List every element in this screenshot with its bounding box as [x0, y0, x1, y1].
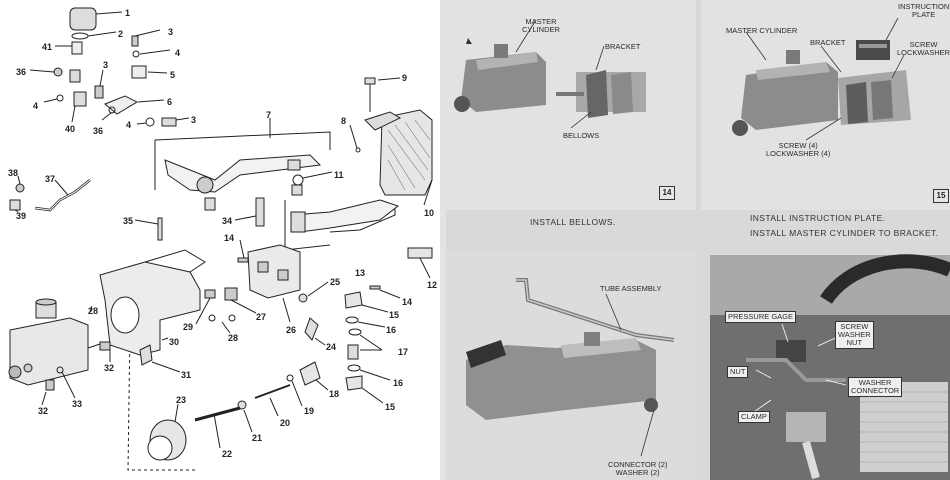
callout-number: 15 [385, 402, 396, 412]
callout-number: 19 [304, 406, 315, 416]
callout-number: 22 [222, 449, 233, 459]
callout-number: 38 [8, 168, 19, 178]
callout-number: 14 [224, 233, 235, 243]
callout-number: 37 [45, 174, 56, 184]
photo-label: CLAMP [738, 411, 770, 423]
callout-number: 39 [16, 211, 27, 221]
callout-number: 4 [126, 120, 132, 130]
photo-drawings [446, 0, 950, 480]
callout-number: 40 [65, 124, 76, 134]
callout-number: 28 [88, 306, 99, 316]
callout-number: 21 [252, 433, 263, 443]
callout-number: 10 [424, 208, 435, 218]
caption-install-bellows: INSTALL BELLOWS. [530, 217, 616, 227]
callout-number: 9 [402, 73, 408, 83]
callout-number: 4 [175, 48, 181, 58]
photo-label: SCREW (4)LOCKWASHER (4) [766, 141, 831, 158]
callout-number: 17 [398, 347, 409, 357]
callout-number: 28 [228, 333, 239, 343]
callout-number: 32 [104, 363, 115, 373]
photo-15 [701, 0, 950, 210]
callout-number: 12 [427, 280, 438, 290]
callout-number: 30 [169, 337, 180, 347]
callout-number: 7 [266, 110, 272, 120]
callout-number: 3 [168, 27, 174, 37]
callout-number: 3 [103, 60, 109, 70]
callout-number: 14 [402, 297, 413, 307]
photo-label: BRACKET [810, 38, 846, 47]
callout-number: 23 [176, 395, 187, 405]
callout-number: 6 [167, 97, 173, 107]
callout-number: 20 [280, 418, 291, 428]
caption-install-instruction-plate: INSTALL INSTRUCTION PLATE. [750, 213, 886, 223]
photo-17 [710, 254, 950, 480]
callout-number: 26 [286, 325, 297, 335]
callout-number: 36 [93, 126, 104, 136]
callout-number: 2 [118, 29, 124, 39]
callout-number: 4 [33, 101, 39, 111]
callout-number: 16 [386, 325, 397, 335]
callout-number: 5 [170, 70, 176, 80]
page-gutter [440, 0, 446, 480]
callout-number: 29 [183, 322, 194, 332]
callout-number: 35 [123, 216, 134, 226]
callout-number: 34 [222, 216, 233, 226]
photo-label: CONNECTOR (2)WASHER (2) [608, 460, 668, 477]
callout-number: 32 [38, 406, 49, 416]
callout-number: 33 [72, 399, 83, 409]
photo-label: NUT [727, 366, 749, 378]
figure-number-15: 15 [933, 189, 949, 203]
callout-number: 1 [125, 8, 131, 18]
callout-number: 24 [326, 342, 337, 352]
callout-number: 8 [341, 116, 347, 126]
callout-number: 11 [334, 170, 344, 180]
callout-number: 3 [191, 115, 197, 125]
callout-number: 27 [256, 312, 267, 322]
callout-number: 18 [329, 389, 340, 399]
photo-label: TUBE ASSEMBLY [600, 284, 662, 293]
callout-number: 36 [16, 67, 27, 77]
photo-label: BRACKET [605, 42, 641, 51]
photo-14 [446, 0, 696, 210]
diagram-drawing [8, 7, 433, 471]
callout-number: 13 [355, 268, 366, 278]
callout-number: 41 [42, 42, 53, 52]
photo-16 [446, 250, 696, 480]
figure-number-14: 14 [659, 186, 675, 200]
callout-number: 16 [393, 378, 404, 388]
callout-number: 31 [181, 370, 192, 380]
caption-install-master-cylinder: INSTALL MASTER CYLINDER TO BRACKET. [750, 228, 939, 238]
callout-number: 25 [330, 277, 341, 287]
callout-number: 15 [389, 310, 400, 320]
photo-label: BELLOWS [563, 131, 600, 140]
photo-label: MASTER CYLINDER [726, 26, 798, 35]
photo-panel: 14 15 INSTALL BELLOWS. INSTALL INSTRUCTI… [446, 0, 950, 480]
photo-label: PRESSURE GAGE [725, 311, 797, 323]
